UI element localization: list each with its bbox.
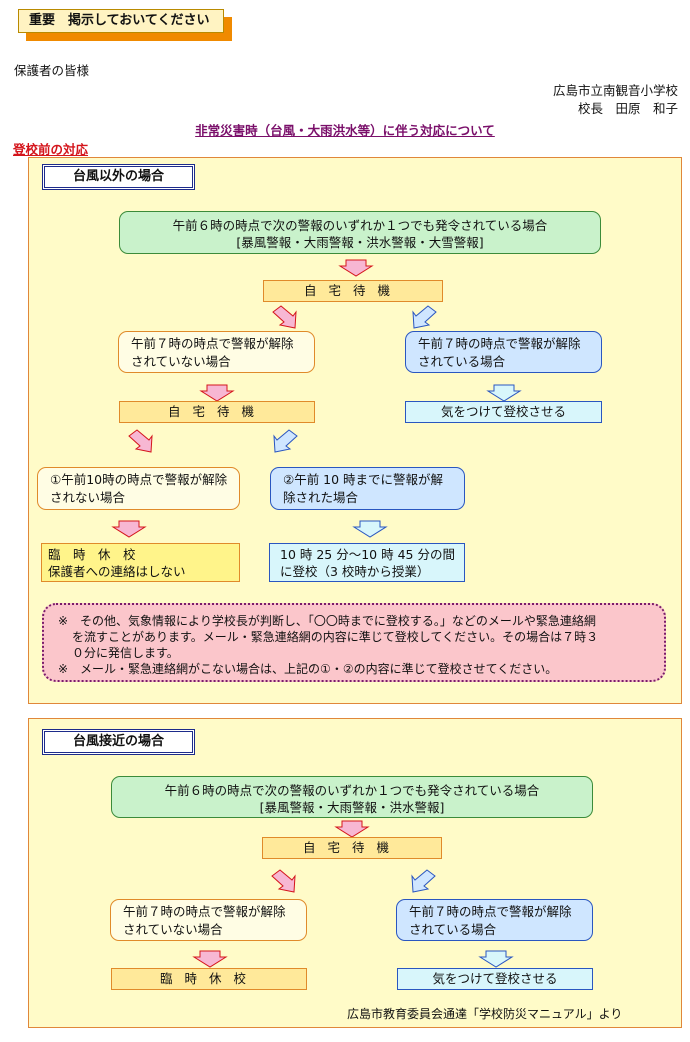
warning-box-2: 午前６時の時点で次の警報のいずれか１つでも発令されている場合 [暴風警報・大雨警… (111, 776, 593, 818)
down-arrow-icon (334, 820, 370, 838)
down-arrow-icon (352, 520, 388, 538)
closure-box-2: 臨時休校 (111, 968, 307, 990)
note-1-line-2: を流すことがあります。メール・緊急連絡網の内容に準じて登校してください。その場合… (72, 630, 599, 644)
down-arrow-icon (192, 950, 228, 968)
down-arrow-icon (486, 384, 522, 402)
closure-note: 保護者への連絡はしない (48, 564, 186, 579)
not-lifted-7-box-2: 午前７時の時点で警報が解除されていない場合 (110, 899, 307, 941)
down-arrow-icon (478, 950, 514, 968)
warning-box-1: 午前６時の時点で次の警報のいずれか１つでも発令されている場合 [暴風警報・大雨警… (119, 211, 601, 254)
warning-line-2: 午前６時の時点で次の警報のいずれか１つでも発令されている場合 (164, 783, 540, 798)
late-arrival-time: 10 時 25 分～10 時 45 分の間 (280, 547, 455, 562)
diagonal-arrow-left-icon (128, 429, 153, 453)
diagonal-arrow-right-icon (273, 429, 298, 453)
principal-name: 校長 田原 和子 (577, 101, 678, 116)
section-title-typhoon: 台風接近の場合 (42, 729, 195, 755)
go-school-box-2: 気をつけて登校させる (397, 968, 593, 990)
note-1-line-1: ※ その他、気象情報により学校長が判断し、「〇〇時までに登校する。」などのメール… (58, 614, 596, 628)
note-1-line-3: ０分に発信します。 (72, 646, 179, 660)
greeting: 保護者の皆様 (14, 63, 90, 78)
late-arrival-note: に登校（3 校時から授業） (280, 564, 430, 579)
down-arrow-icon (111, 520, 147, 538)
diagonal-arrow-left-icon (272, 305, 297, 329)
note-1: ※ その他、気象情報により学校長が判断し、「〇〇時までに登校する。」などのメール… (58, 613, 654, 661)
not-lifted-7-box: 午前７時の時点で警報が解除されていない場合 (118, 331, 315, 373)
closure-box-1: 臨 時 休 校 保護者への連絡はしない (41, 543, 240, 582)
pre-school-label: 登校前の対応 (13, 142, 89, 157)
source-credit: 広島市教育委員会通達「学校防災マニュアル」より (347, 1007, 623, 1021)
standby-box-1: 自宅待機 (263, 280, 443, 302)
down-arrow-icon (199, 384, 235, 402)
lifted-10-box: ②午前 10 時までに警報が解除された場合 (270, 467, 465, 510)
document-subject: 非常災害時（台風・大雨洪水等）に伴う対応について (0, 120, 690, 139)
lifted-7-box-2: 午前７時の時点で警報が解除されている場合 (396, 899, 593, 941)
closure-title: 臨 時 休 校 (48, 547, 136, 562)
diagonal-arrow-left-icon (271, 869, 296, 893)
school-name: 広島市立南観音小学校 (552, 83, 678, 98)
standby-box-3: 自宅待機 (262, 837, 442, 859)
diagonal-arrow-right-icon (411, 869, 436, 893)
standby-box-2: 自宅待機 (119, 401, 315, 423)
go-school-box-1: 気をつけて登校させる (405, 401, 602, 423)
down-arrow-icon (338, 259, 374, 277)
subject-text: 非常災害時（台風・大雨洪水等）に伴う対応について (195, 123, 495, 138)
note-2: ※ メール・緊急連絡網がこない場合は、上記の①・②の内容に準じて登校させてくださ… (58, 662, 558, 676)
lifted-7-box: 午前７時の時点で警報が解除されている場合 (405, 331, 602, 373)
warning-line-1: 午前６時の時点で次の警報のいずれか１つでも発令されている場合 (172, 218, 548, 233)
diagonal-arrow-right-icon (412, 305, 437, 329)
notes-box: ※ その他、気象情報により学校長が判断し、「〇〇時までに登校する。」などのメール… (42, 603, 666, 682)
late-arrival-box: 10 時 25 分～10 時 45 分の間 に登校（3 校時から授業） (269, 543, 465, 582)
not-lifted-10-box: ①午前10時の時点で警報が解除されない場合 (37, 467, 240, 510)
section-title-non-typhoon: 台風以外の場合 (42, 164, 195, 190)
warning-types-2: [暴風警報・大雨警報・洪水警報] (259, 800, 445, 815)
warning-types-1: [暴風警報・大雨警報・洪水警報・大雪警報] (236, 235, 484, 250)
notice-tag: 重要 掲示しておいてください (18, 9, 224, 33)
